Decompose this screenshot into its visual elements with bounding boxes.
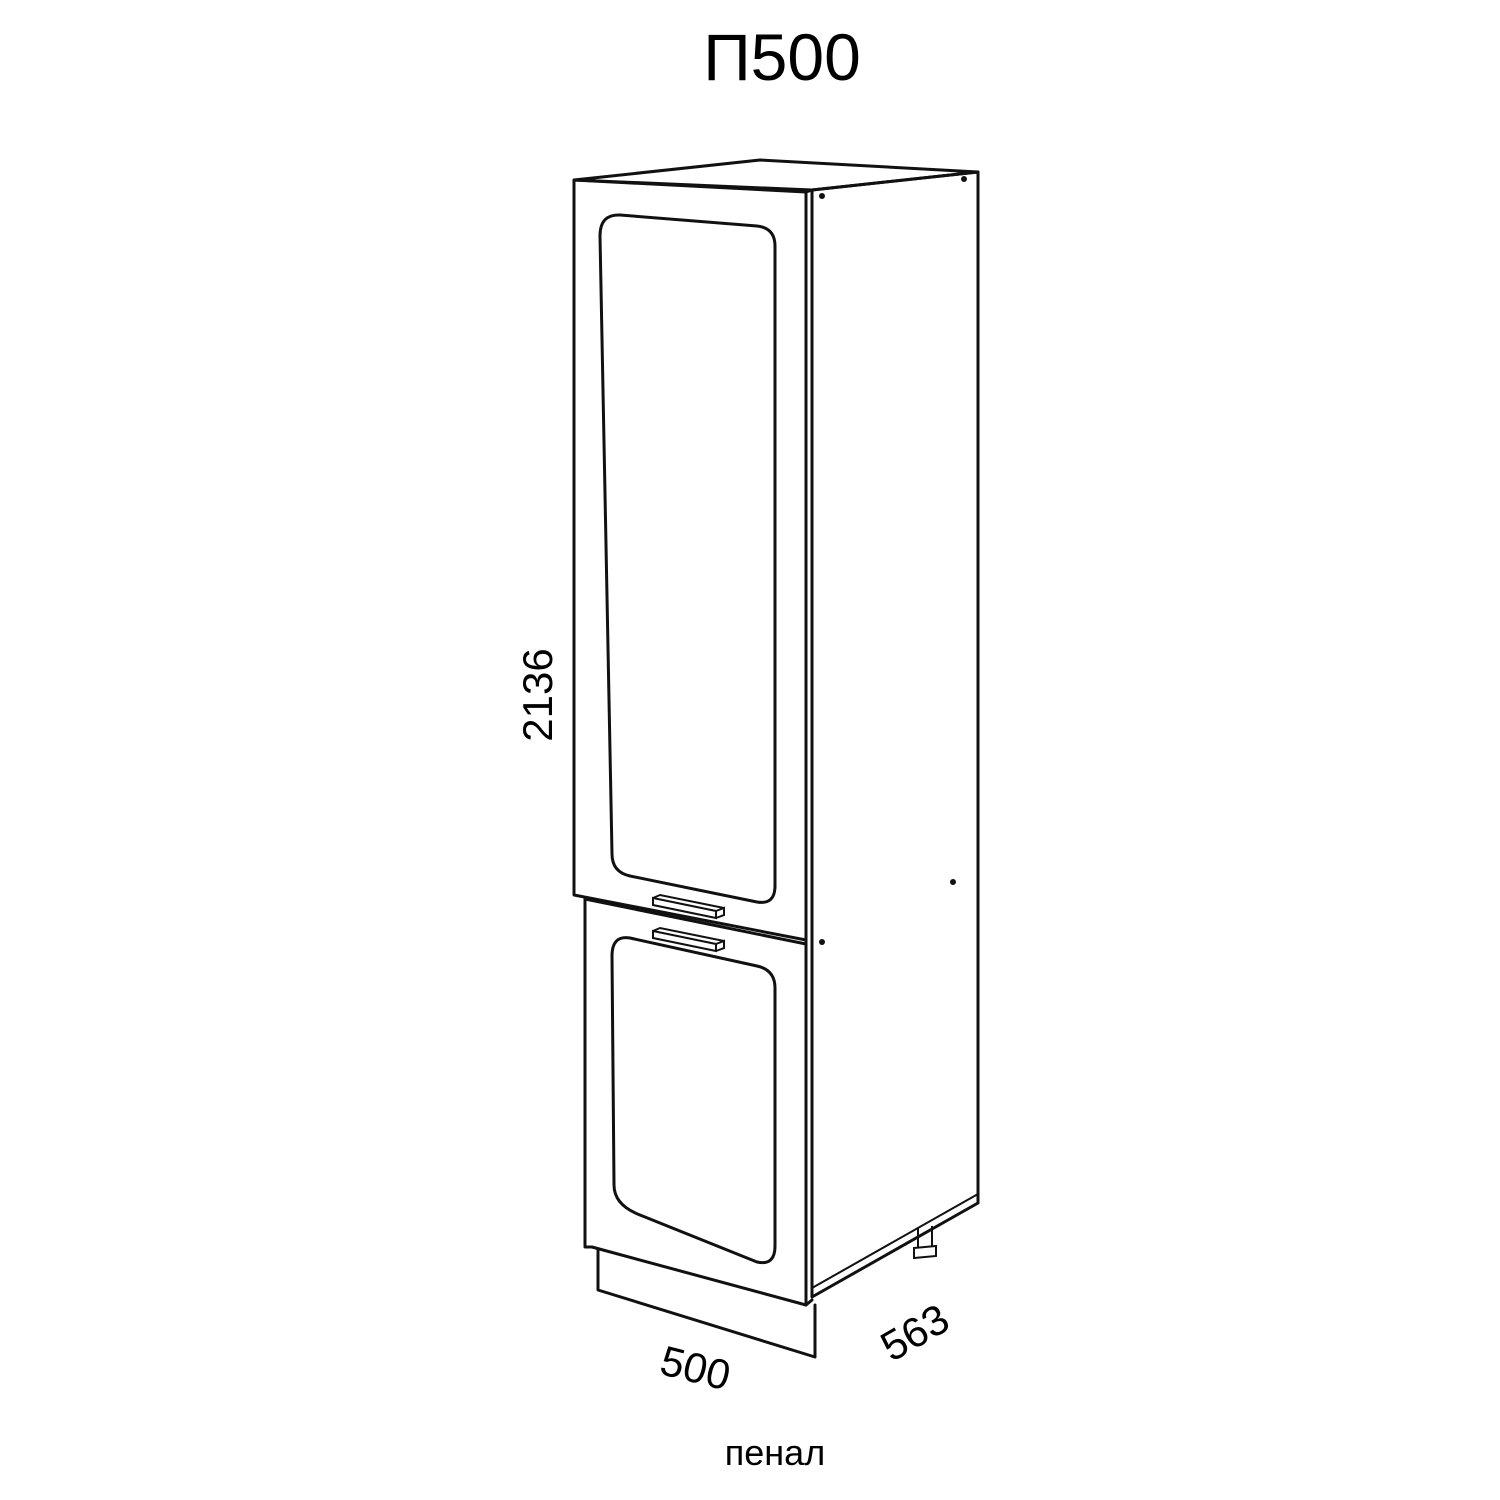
side-panel — [810, 170, 980, 1299]
screw-dot — [819, 939, 825, 945]
screw-dot — [950, 879, 956, 885]
plinth — [596, 1247, 817, 1359]
lower-door — [583, 897, 808, 1307]
model-title: П500 — [703, 20, 861, 94]
caption: пенал — [725, 1432, 825, 1473]
cabinet — [572, 158, 980, 1359]
lower-door-panel — [610, 936, 777, 1265]
width-dimension: 500 — [656, 1337, 735, 1400]
upper-handle — [652, 893, 725, 920]
depth-dimension: 563 — [873, 1295, 957, 1371]
screw-dot — [819, 193, 825, 199]
screw-dot — [961, 176, 967, 182]
adjustable-leg — [913, 1226, 937, 1260]
cabinet-top — [572, 158, 980, 192]
upper-door — [572, 178, 808, 942]
side-bottom-edge — [811, 1193, 979, 1289]
height-dimension: 2136 — [514, 648, 561, 741]
upper-door-panel — [598, 213, 777, 904]
lower-handle — [652, 926, 725, 953]
